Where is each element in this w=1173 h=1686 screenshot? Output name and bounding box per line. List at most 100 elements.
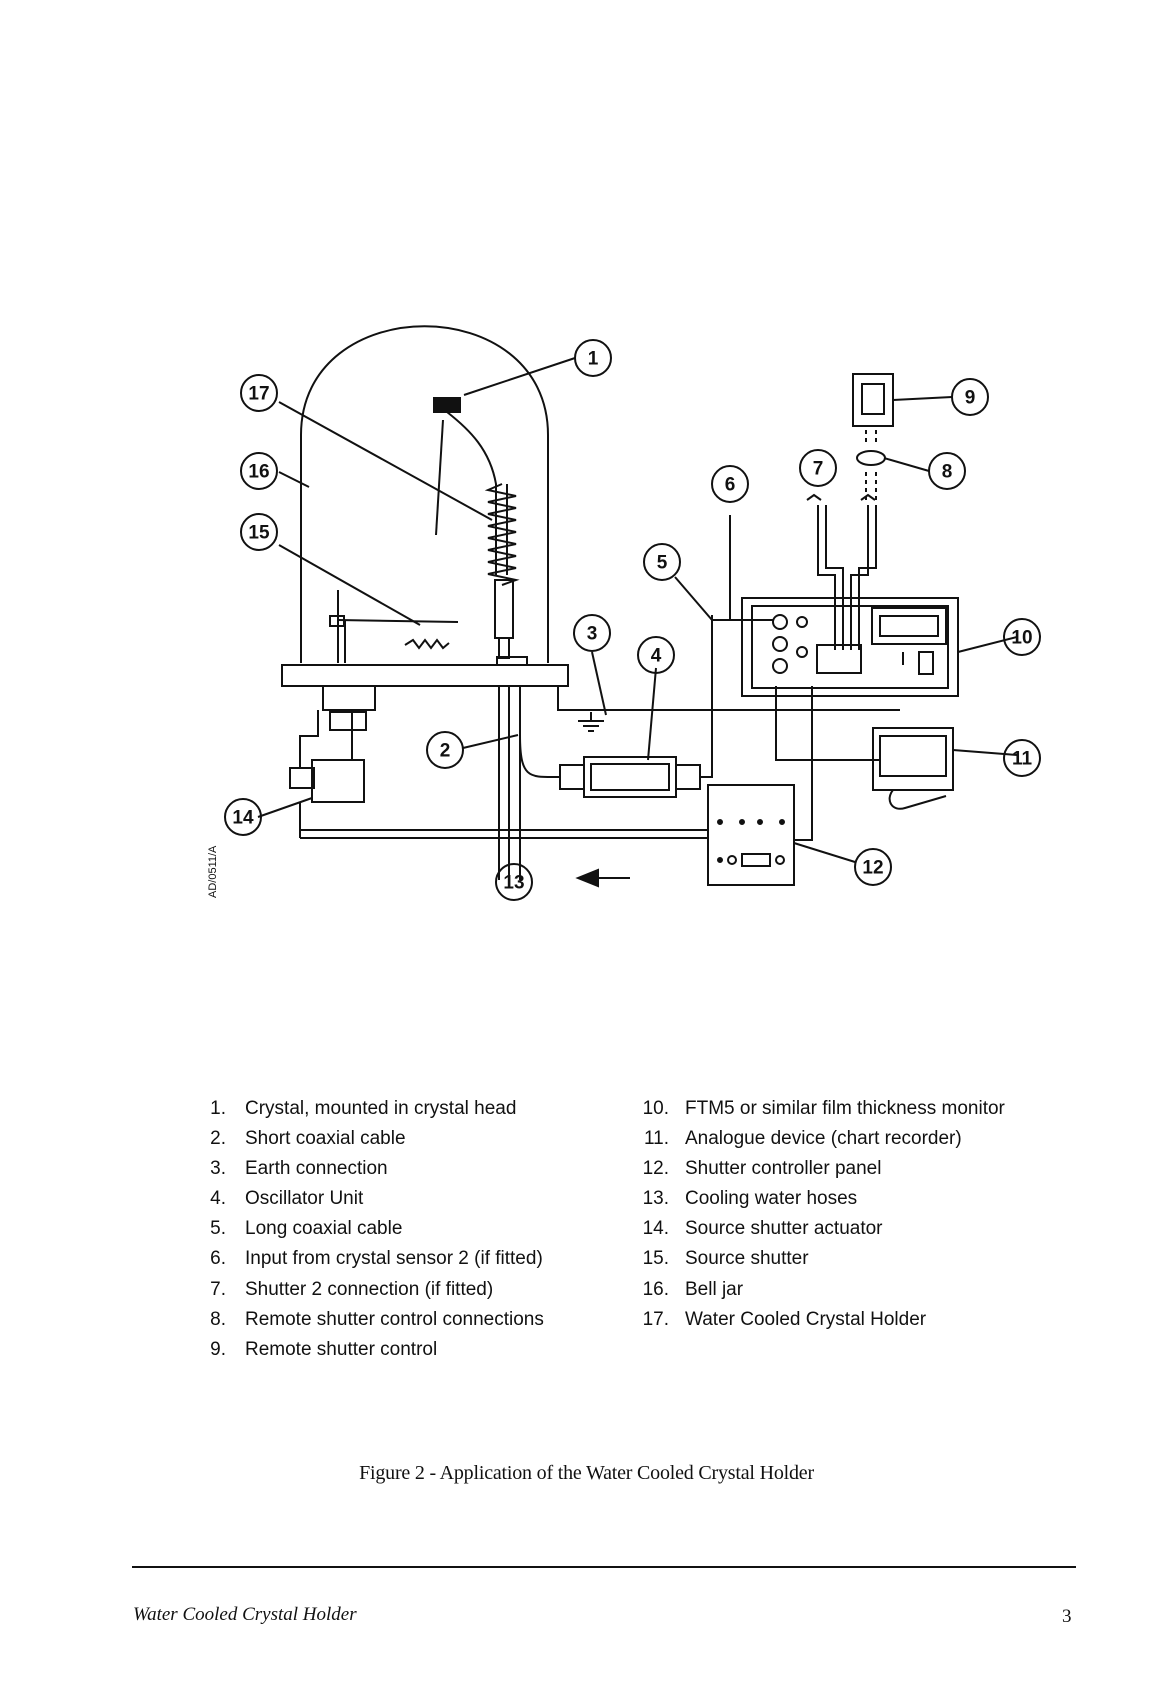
figure-code: AD/0511/A [207, 845, 219, 898]
callout-1-circle [574, 339, 612, 377]
legend-text: Bell jar [685, 1278, 744, 1300]
callout-1: 1 [588, 349, 599, 370]
legend-number: 11. [643, 1128, 669, 1150]
shutter-controller-panel [707, 784, 795, 886]
callout-7-circle [799, 449, 837, 487]
callout-16-circle [240, 452, 278, 490]
legend-number: 6. [210, 1248, 226, 1270]
callout-16: 16 [248, 462, 269, 483]
legend-item: 16. Bell jar [633, 1275, 1053, 1305]
callout-17-circle [240, 374, 278, 412]
legend-text: Crystal, mounted in crystal head [245, 1098, 517, 1119]
legend-item: 4. Oscillator Unit [196, 1184, 596, 1214]
chart-recorder [872, 727, 954, 791]
callout-2-circle [426, 731, 464, 769]
legend-item: 2. Short coaxial cable [196, 1124, 596, 1154]
legend-text: Earth connection [245, 1158, 388, 1180]
callout-9: 9 [965, 388, 976, 409]
callout-6: 6 [725, 475, 736, 496]
legend-text: Analogue device (chart recorder) [685, 1128, 962, 1150]
legend-text: Shutter 2 connection (if fitted) [245, 1278, 494, 1300]
callout-2: 2 [440, 741, 451, 762]
callout-11: 11 [1012, 749, 1033, 770]
legend-number: 8. [210, 1308, 226, 1330]
callout-4-circle [637, 636, 675, 674]
legend-item: 13. Cooling water hoses [633, 1184, 1053, 1214]
callout-3: 3 [587, 624, 598, 645]
legend-item: 8. Remote shutter control connections [196, 1305, 596, 1335]
legend-item: 7. Shutter 2 connection (if fitted) [196, 1275, 596, 1305]
legend-number: 7. [210, 1278, 226, 1300]
legend-item: 17. Water Cooled Crystal Holder [633, 1305, 1053, 1335]
legend-number: 3. [210, 1158, 226, 1180]
legend-number: 14. [642, 1218, 669, 1240]
legend-item: 5. Long coaxial cable [196, 1214, 596, 1244]
legend-text: Remote shutter control [245, 1338, 438, 1360]
legend-item: 6. Input from crystal sensor 2 (if fitted… [196, 1244, 596, 1274]
legend-item: 1. Crystal, mounted in crystal head [196, 1094, 596, 1124]
callout-15: 15 [248, 523, 270, 544]
baseplate [281, 664, 569, 687]
legend-number: 10. [642, 1098, 669, 1119]
system-diagram: 1 2 3 4 5 6 7 8 9 10 11 12 13 14 15 16 1… [207, 325, 1041, 901]
page-number: 3 [1062, 1606, 1072, 1627]
legend-number: 4. [210, 1188, 226, 1210]
legend-text: Short coaxial cable [245, 1128, 406, 1150]
legend-text: Long coaxial cable [245, 1218, 403, 1240]
legend-text: Source shutter actuator [685, 1218, 883, 1240]
callout-3-circle [573, 614, 611, 652]
legend-left: 1. Crystal, mounted in crystal head 2. Sho… [196, 1094, 596, 1365]
legend-item: 9. Remote shutter control [196, 1335, 596, 1365]
crystal-holder-bellows [484, 483, 520, 586]
callout-14: 14 [232, 808, 254, 829]
legend-text: Shutter controller panel [685, 1158, 882, 1180]
crystal-head [433, 397, 461, 413]
figure-caption: Figure 2 - Application of the Water Cool… [359, 1462, 814, 1484]
callout-12-circle [854, 848, 892, 886]
legend-item: 3. Earth connection [196, 1154, 596, 1184]
legend-item: 14. Source shutter actuator [633, 1214, 1053, 1244]
legend-text: Water Cooled Crystal Holder [685, 1308, 927, 1330]
footer-title: Water Cooled Crystal Holder [133, 1604, 357, 1625]
callout-11-circle [1003, 739, 1041, 777]
legend-number: 12. [642, 1158, 669, 1180]
callout-5-circle [643, 543, 681, 581]
legend-number: 17. [642, 1308, 669, 1330]
legend-number: 9. [210, 1338, 226, 1360]
legend-number: 16. [642, 1278, 669, 1300]
remote-shutter-control [852, 373, 894, 427]
legend-text: Source shutter [685, 1248, 809, 1270]
callout-6-circle [711, 465, 749, 503]
callout-8: 8 [942, 462, 953, 483]
legend-number: 13. [642, 1188, 669, 1210]
legend-item: 11. Analogue device (chart recorder) [633, 1124, 1053, 1154]
legend-number: 5. [210, 1218, 226, 1240]
legend-number: 1. [210, 1098, 226, 1119]
callout-10-circle [1003, 618, 1041, 656]
legend-text: Oscillator Unit [245, 1188, 364, 1210]
callout-10: 10 [1011, 628, 1032, 649]
callout-13-circle [495, 863, 533, 901]
callout-15-circle [240, 513, 278, 551]
callout-13: 13 [503, 873, 524, 894]
callout-8-circle [928, 452, 966, 490]
legend-item: 15. Source shutter [633, 1244, 1053, 1274]
callout-9-circle [951, 378, 989, 416]
callout-4: 4 [651, 646, 662, 667]
legend-text: Input from crystal sensor 2 (if fitted) [245, 1248, 543, 1270]
legend-number: 2. [210, 1128, 226, 1150]
callout-14-circle [224, 798, 262, 836]
callout-12: 12 [862, 858, 883, 879]
legend-text: Cooling water hoses [685, 1188, 858, 1210]
legend-text: FTM5 or similar film thickness monitor [685, 1098, 1005, 1119]
footer-rule [132, 1566, 1076, 1568]
callout-7: 7 [813, 459, 824, 480]
legend-item: 12. Shutter controller panel [633, 1154, 1053, 1184]
legend-number: 15. [642, 1248, 669, 1270]
callout-5: 5 [657, 553, 668, 574]
bell-jar [300, 325, 549, 663]
legend-item: 10. FTM5 or similar film thickness monito… [633, 1094, 1053, 1124]
callout-17: 17 [248, 384, 269, 405]
legend-right: 10. FTM5 or similar film thickness monito… [633, 1094, 1053, 1335]
legend-text: Remote shutter control connections [245, 1308, 544, 1330]
